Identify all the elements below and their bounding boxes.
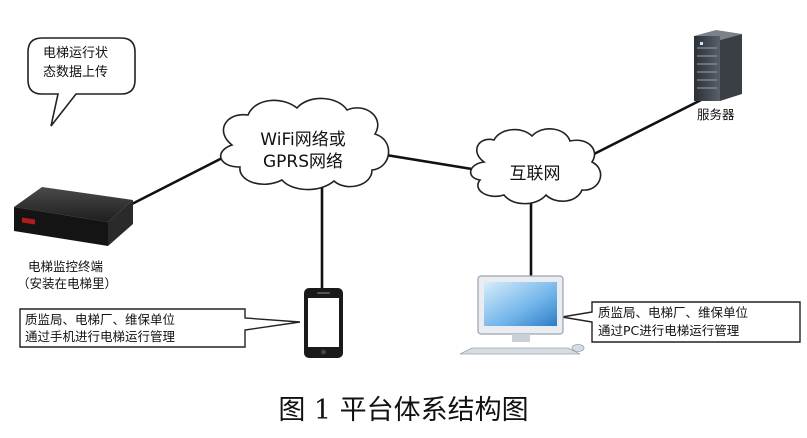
wifi-cloud-label-1: WiFi网络或 <box>260 130 346 150</box>
mobile-phone-device <box>304 288 343 358</box>
figure-caption: 图 1 平台体系结构图 <box>278 395 529 426</box>
wifi-gprs-cloud <box>220 97 390 191</box>
wifi-cloud-label-2: GPRS网络 <box>262 152 344 172</box>
desktop-pc-device <box>459 275 585 355</box>
mobile-mgmt-text-2: 通过手机进行电梯运行管理 <box>25 329 176 344</box>
pc-mgmt-text-1: 质监局、电梯厂、维保单位 <box>598 305 749 320</box>
status-upload-bubble <box>27 37 136 127</box>
status-upload-text-1: 电梯运行状 <box>43 46 109 61</box>
terminal-label-2: （安装在电梯里） <box>17 276 118 291</box>
internet-cloud-label: 互联网 <box>509 164 561 184</box>
mobile-mgmt-callout-box <box>19 308 301 348</box>
monitoring-terminal-device <box>14 187 133 246</box>
link-terminal-wifi <box>127 151 233 208</box>
connection-lines <box>127 95 708 290</box>
pc-mgmt-text-2: 通过PC进行电梯运行管理 <box>598 323 740 338</box>
mobile-mgmt-text-1: 质监局、电梯厂、维保单位 <box>25 312 176 327</box>
link-internet-server <box>591 95 708 157</box>
terminal-label-1: 电梯监控终端 <box>28 259 104 274</box>
server-label: 服务器 <box>697 107 735 122</box>
status-upload-text-2: 态数据上传 <box>43 65 109 80</box>
pc-mgmt-callout-box <box>561 301 801 343</box>
internet-cloud <box>469 128 602 205</box>
server-tower-device <box>694 30 742 101</box>
